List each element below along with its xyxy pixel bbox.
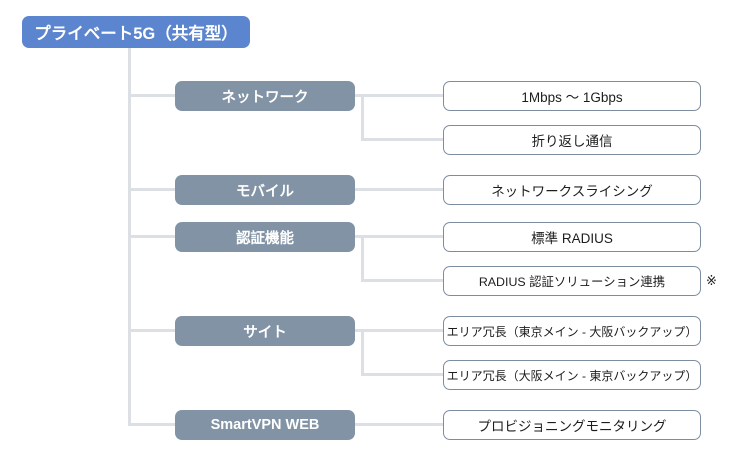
node-leaf-network-slicing-label: ネットワークスライシング: [491, 184, 653, 199]
connector-trunk-to-network: [128, 94, 176, 97]
node-leaf-standard-radius-label: 標準 RADIUS: [531, 231, 613, 246]
connector-trunk-to-mobile: [128, 188, 176, 191]
node-category-network-label: ネットワーク: [221, 89, 309, 106]
node-root-label: プライベート5G（共有型）: [34, 25, 238, 43]
connector-smartvpn-out: [354, 423, 444, 426]
node-leaf-radius-solution-integration-label: RADIUS 認証ソリューション連携: [478, 275, 666, 289]
connector-trunk-to-auth: [128, 235, 176, 238]
connector-trunk-to-smartvpn: [128, 423, 176, 426]
node-leaf-hairpin-communication[interactable]: 折り返し通信: [443, 125, 701, 155]
node-category-mobile-label: モバイル: [236, 183, 294, 200]
footnote-mark-asterisk: ※: [706, 273, 717, 288]
connector-auth-out: [354, 235, 444, 238]
node-leaf-bandwidth-label: 1Mbps 〜 1Gbps: [521, 90, 623, 105]
node-category-site-label: サイト: [243, 324, 287, 341]
connector-network-leaf2: [361, 138, 444, 141]
node-root-private5g[interactable]: プライベート5G（共有型）: [22, 16, 250, 48]
node-leaf-area-redundancy-tokyo-main-label: エリア冗長（東京メイン - 大阪バックアップ）: [446, 324, 698, 339]
node-category-smartvpn-web-label: SmartVPN WEB: [210, 417, 320, 433]
node-leaf-network-slicing[interactable]: ネットワークスライシング: [443, 175, 701, 205]
connector-site-split-vertical: [361, 329, 364, 376]
connector-auth-leaf2: [361, 279, 444, 282]
node-leaf-bandwidth[interactable]: 1Mbps 〜 1Gbps: [443, 81, 701, 111]
connector-trunk-to-site: [128, 329, 176, 332]
node-category-network[interactable]: ネットワーク: [175, 81, 355, 111]
node-leaf-standard-radius[interactable]: 標準 RADIUS: [443, 222, 701, 252]
node-leaf-hairpin-communication-label: 折り返し通信: [531, 134, 613, 149]
node-category-mobile[interactable]: モバイル: [175, 175, 355, 205]
node-leaf-provisioning-monitoring[interactable]: プロビジョニングモニタリング: [443, 410, 701, 440]
connector-auth-split-vertical: [361, 235, 364, 282]
node-category-smartvpn-web[interactable]: SmartVPN WEB: [175, 410, 355, 440]
connector-network-out: [354, 94, 444, 97]
node-leaf-area-redundancy-tokyo-main[interactable]: エリア冗長（東京メイン - 大阪バックアップ）: [443, 316, 701, 346]
node-leaf-radius-solution-integration[interactable]: RADIUS 認証ソリューション連携: [443, 266, 701, 296]
connector-mobile-out: [354, 188, 444, 191]
node-leaf-area-redundancy-osaka-main[interactable]: エリア冗長（大阪メイン - 東京バックアップ）: [443, 360, 701, 390]
connector-network-split-vertical: [361, 94, 364, 141]
node-category-site[interactable]: サイト: [175, 316, 355, 346]
connector-site-leaf2: [361, 373, 444, 376]
connector-site-out: [354, 329, 444, 332]
node-leaf-provisioning-monitoring-label: プロビジョニングモニタリング: [477, 419, 667, 434]
node-leaf-area-redundancy-osaka-main-label: エリア冗長（大阪メイン - 東京バックアップ）: [446, 368, 698, 383]
node-category-authentication-label: 認証機能: [236, 230, 294, 247]
node-category-authentication[interactable]: 認証機能: [175, 222, 355, 252]
